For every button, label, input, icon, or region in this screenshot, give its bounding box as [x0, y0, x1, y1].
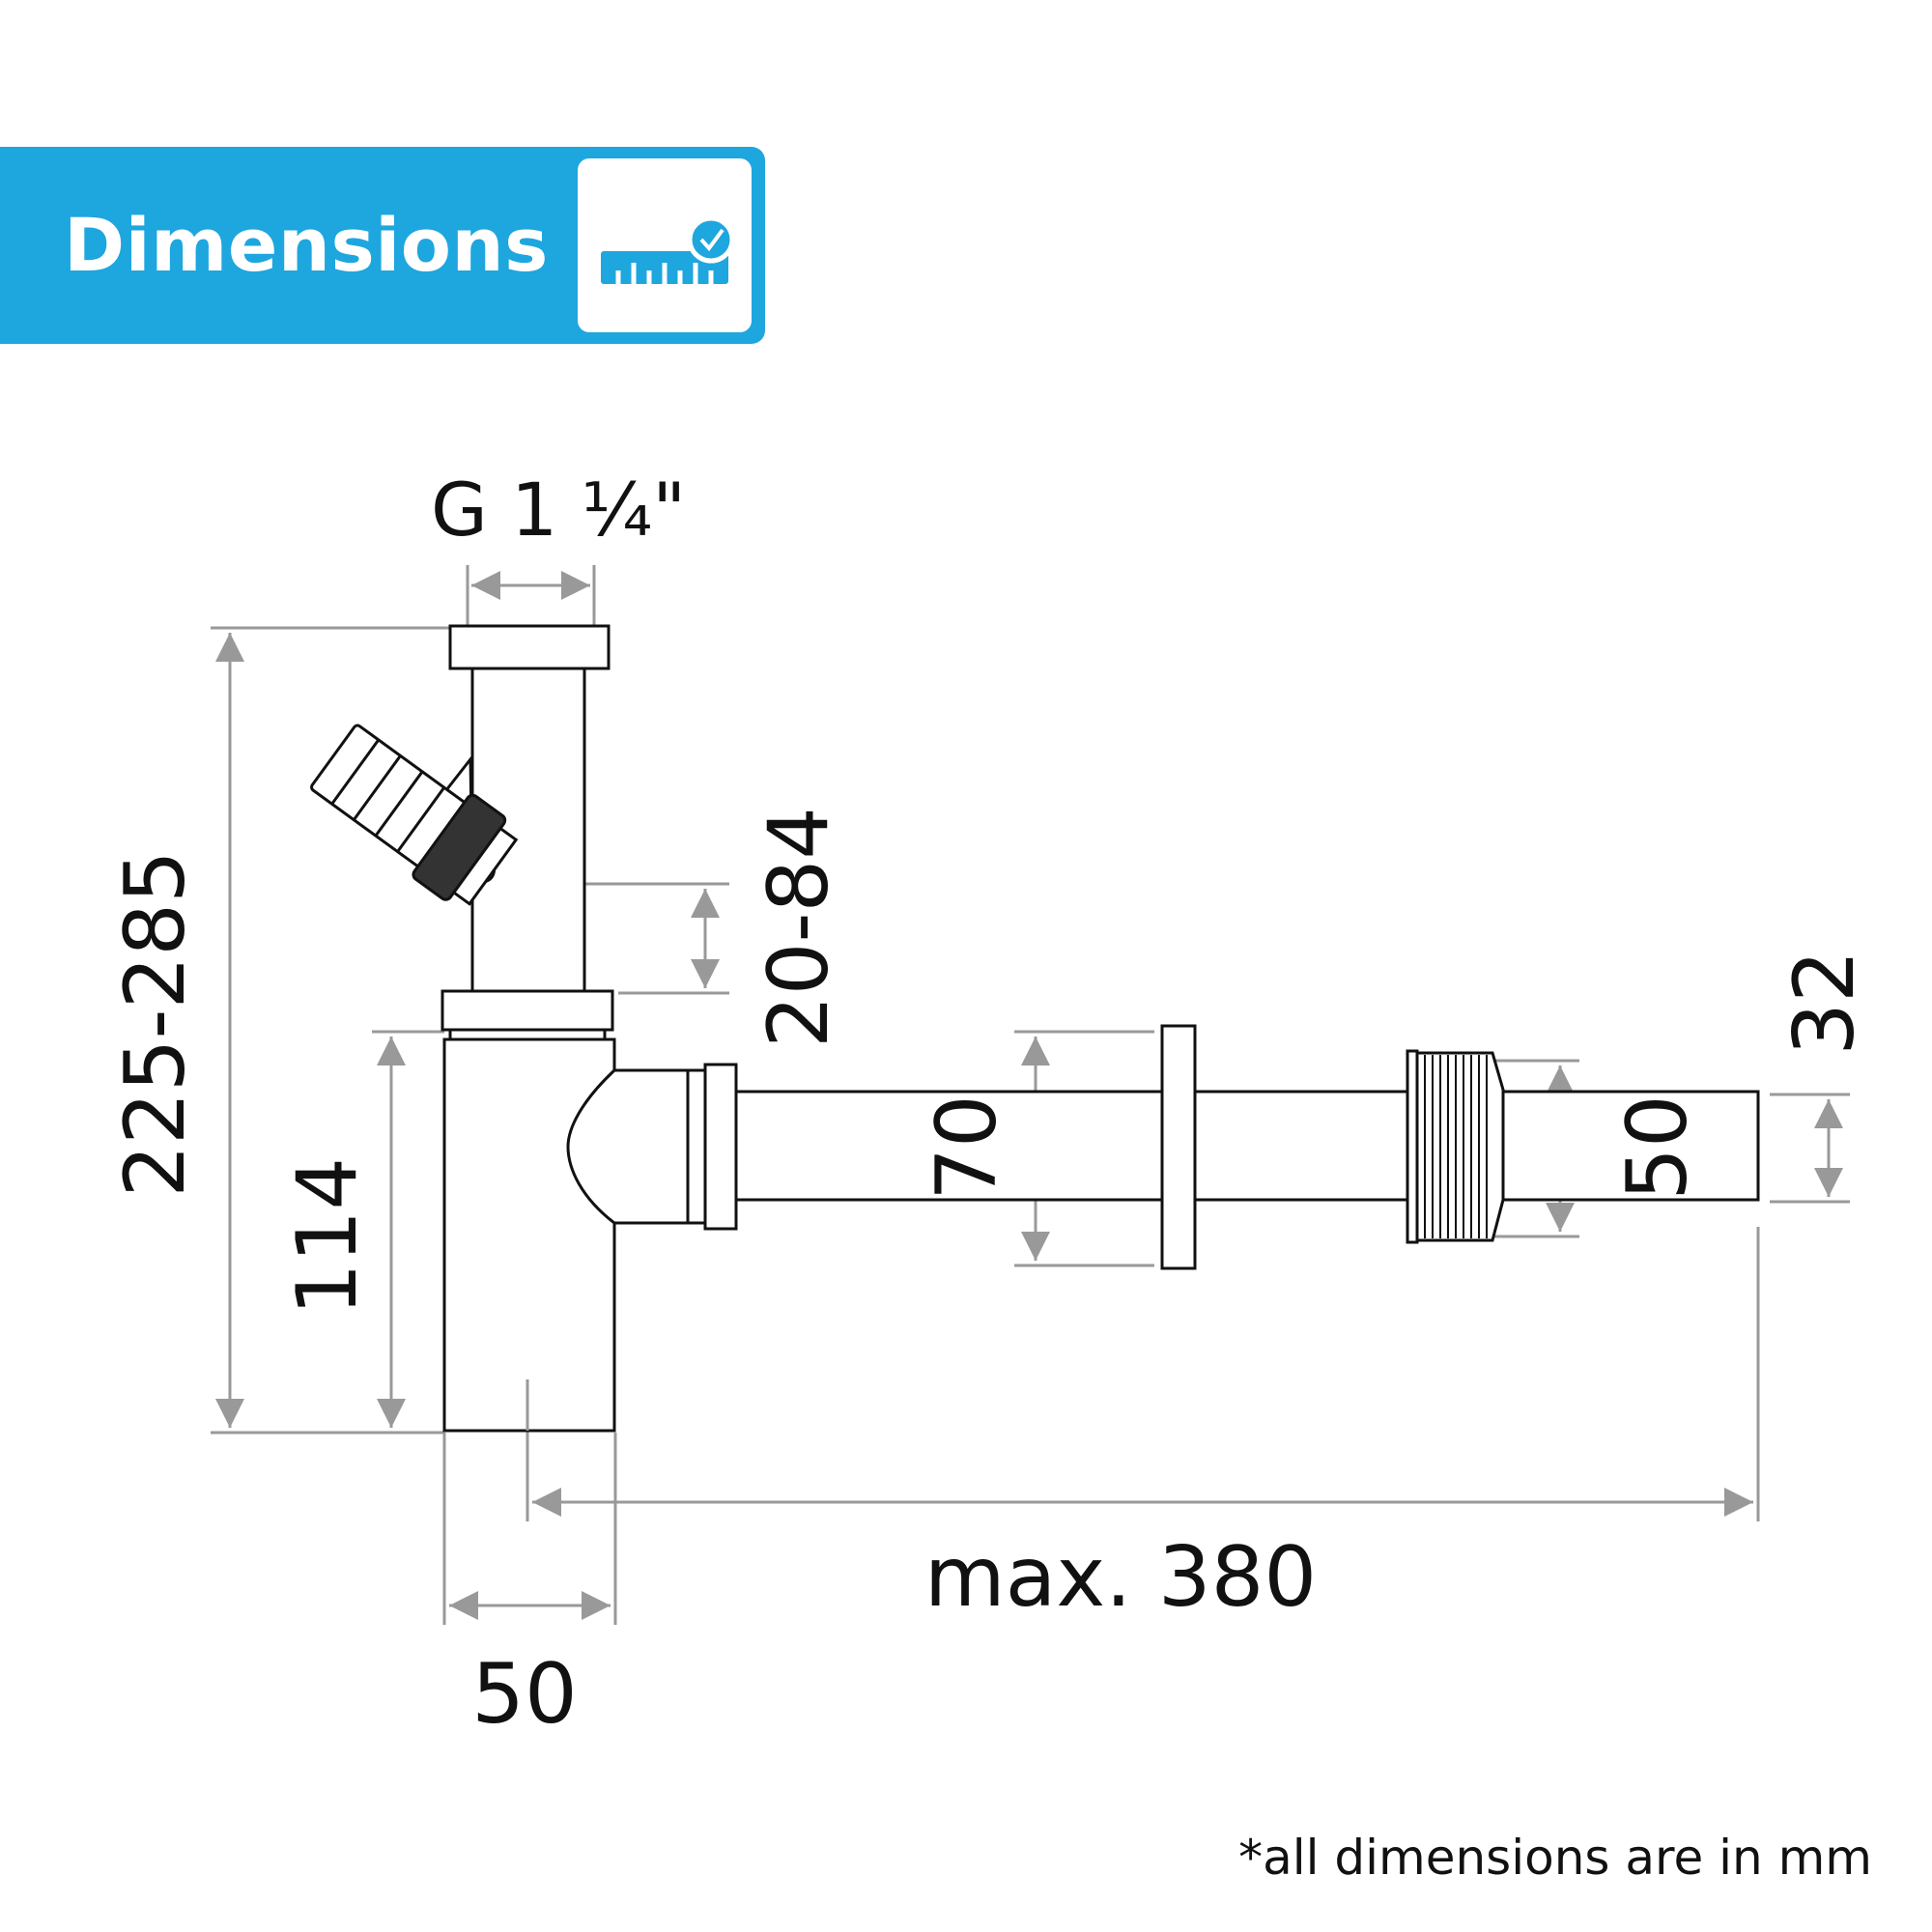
- dimension-arrows: [215, 571, 1843, 1620]
- body-nut: [440, 989, 614, 1032]
- siphon-outline: [440, 624, 1760, 1433]
- max-length-label: max. 380: [924, 1529, 1317, 1626]
- threaded-connector: [1413, 1051, 1505, 1242]
- outlet-nut: [703, 1063, 738, 1231]
- total-height-label: 225-285: [107, 850, 204, 1197]
- thread-size-label: G 1 ¼": [431, 467, 686, 553]
- adjustment-range-label: 20-84: [751, 807, 847, 1048]
- body-width-label: 50: [471, 1646, 577, 1743]
- outlet-pipe: [734, 1090, 1760, 1202]
- connector-threads: [1424, 1055, 1488, 1238]
- page-title: Dimensions: [64, 202, 549, 288]
- ruler-check-icon: [578, 158, 752, 332]
- rosette-diameter-label: 70: [919, 1094, 1015, 1200]
- extension-lines: [211, 565, 1850, 1625]
- units-footnote: *all dimensions are in mm: [1238, 1830, 1872, 1886]
- pipe-diameter-label: 32: [1776, 950, 1873, 1055]
- wall-rosette: [1160, 1024, 1197, 1270]
- top-collar: [448, 624, 611, 670]
- hose-connector: [310, 724, 519, 906]
- nut-diameter-label: 50: [1609, 1094, 1706, 1200]
- body-height-label: 114: [279, 1157, 376, 1316]
- outlet-elbow: [566, 1068, 690, 1225]
- dimensions-banner: Dimensions: [0, 147, 765, 344]
